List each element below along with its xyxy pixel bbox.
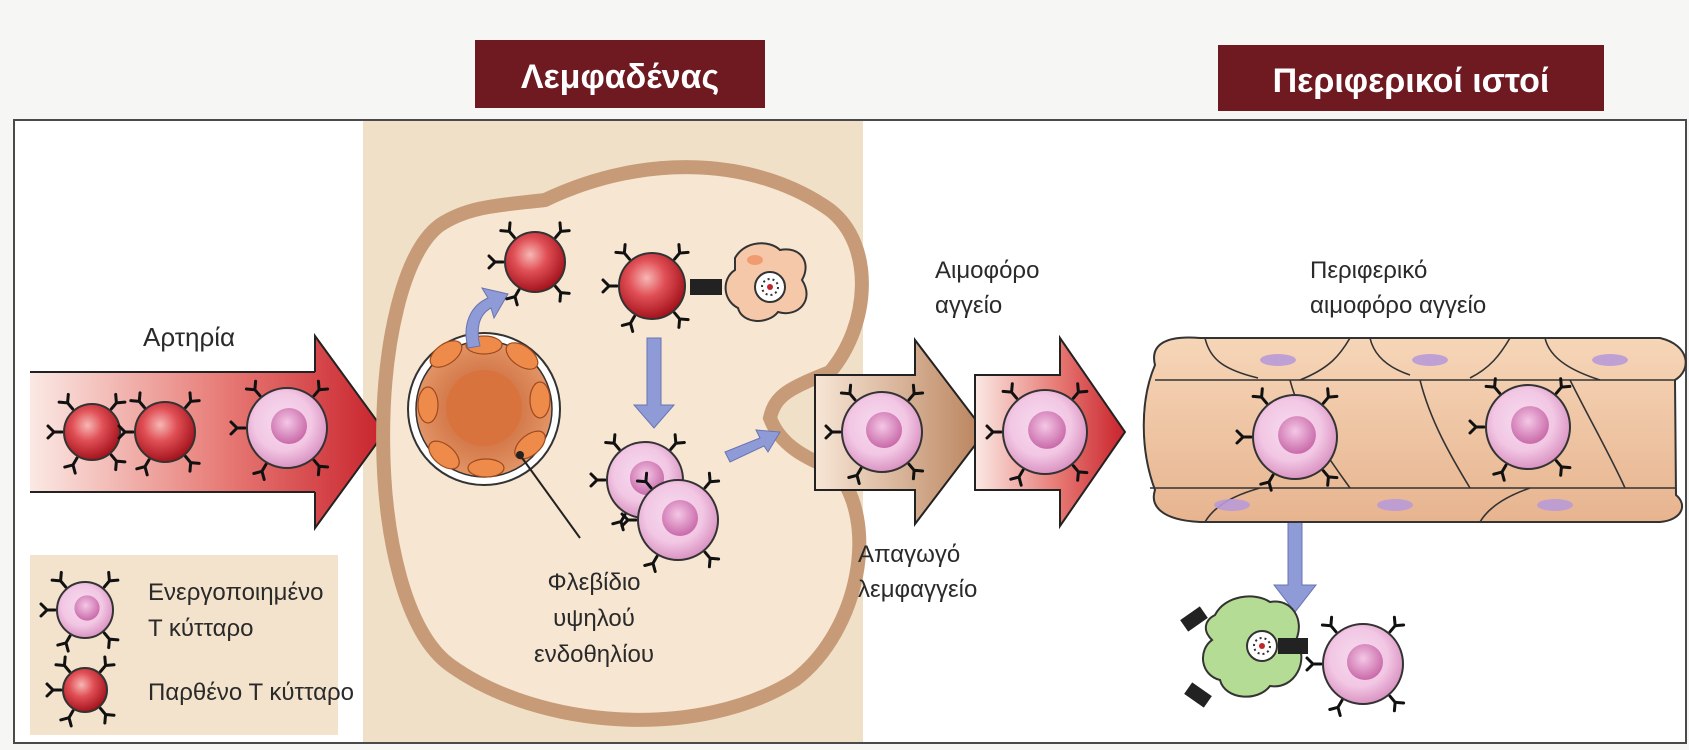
blood-vessel-label-line1: Αιμοφόρο: [935, 257, 1039, 284]
artery-label: Αρτηρία: [143, 322, 235, 352]
svg-text:Λεμφαδένας: Λεμφαδένας: [521, 58, 719, 96]
lymph-node-header: Λεμφαδένας: [475, 40, 765, 108]
hev-label-line3: ενδοθηλίου: [534, 641, 654, 668]
svg-text:Περιφερικοί ιστοί: Περιφερικοί ιστοί: [1273, 62, 1550, 100]
legend-activated-label-line1: Ενεργοποιημένο: [148, 579, 324, 606]
blood-vessel-label-line2: αγγείο: [935, 292, 1002, 319]
hev-label-line2: υψηλού: [553, 605, 635, 632]
hev-label-line1: Φλεβίδιο: [547, 569, 640, 596]
peripheral-blood-vessel: [1144, 337, 1686, 522]
peripheral-vessel-label-line1: Περιφερικό: [1310, 257, 1427, 284]
efferent-label-line2: λεμφαγγείο: [858, 576, 977, 603]
high-endothelial-venule: [408, 333, 560, 485]
peripheral-vessel-label-line2: αιμοφόρο αγγείο: [1310, 292, 1486, 319]
legend-naive-label: Παρθένο Τ κύτταρο: [148, 679, 354, 706]
hev-pointer-dot: [516, 451, 524, 459]
peripheral-tissues-header: Περιφερικοί ιστοί: [1218, 45, 1604, 111]
legend-activated-label-line2: Τ κύτταρο: [148, 615, 254, 642]
efferent-label-line1: Απαγωγό: [858, 541, 960, 568]
